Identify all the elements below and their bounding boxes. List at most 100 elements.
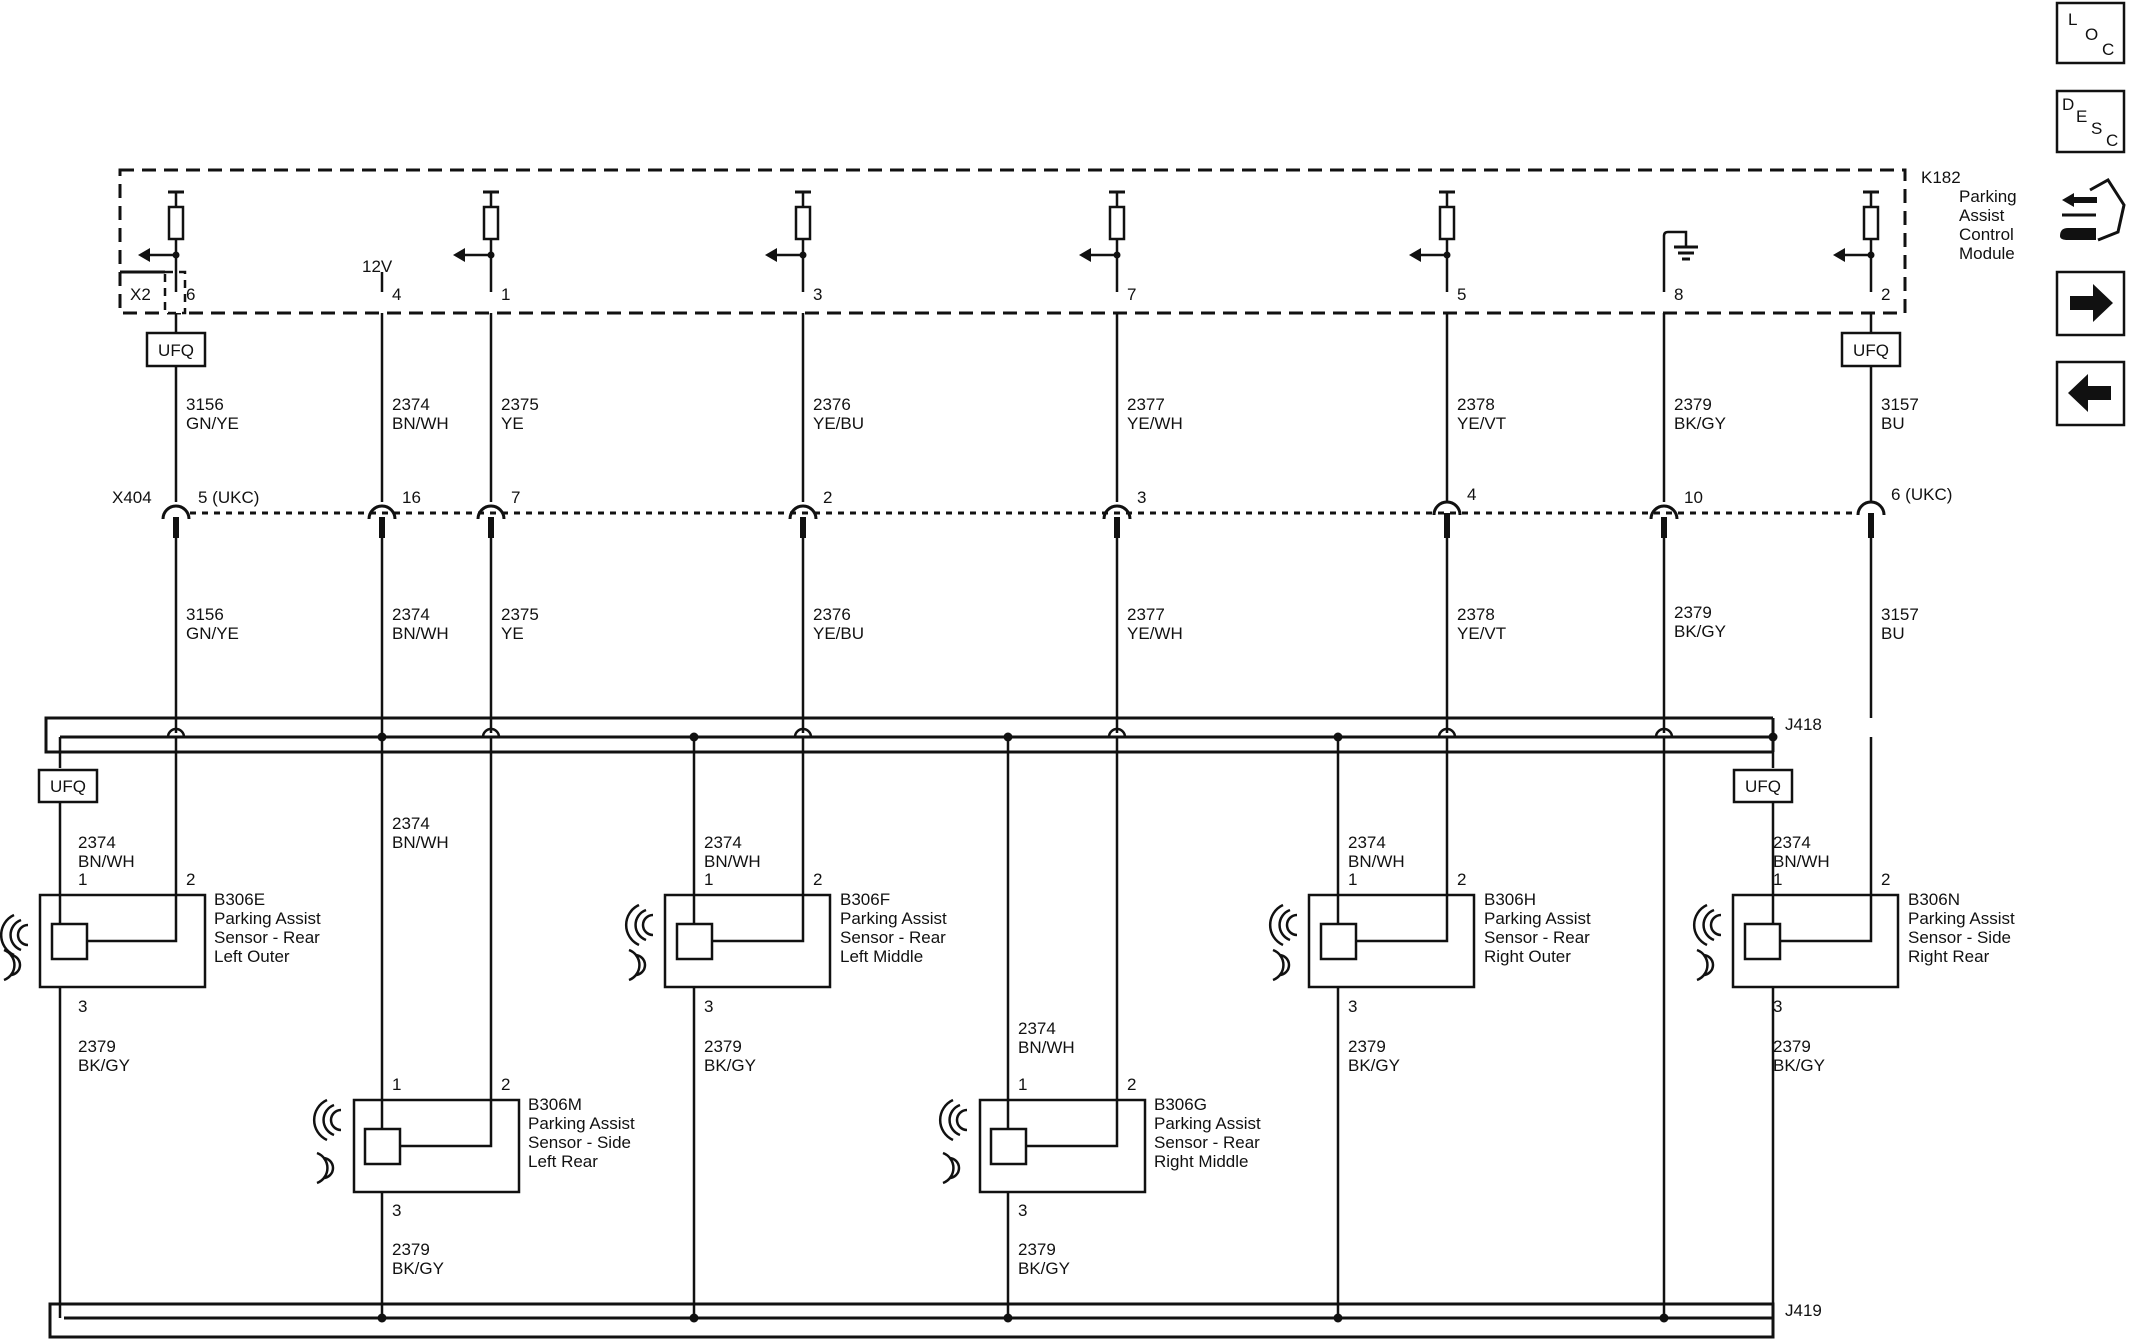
circuit-number: 2376 (813, 605, 851, 624)
svg-text:3: 3 (1348, 997, 1357, 1016)
circuit-number: 2377 (1127, 605, 1165, 624)
ufq-marker: UFQ (1732, 768, 1794, 804)
wires-middle (174, 538, 1873, 738)
circuit-number: 2375 (501, 395, 539, 414)
circuit-color: BN/WH (1348, 852, 1405, 871)
svg-text:1: 1 (1348, 870, 1357, 889)
circuit-color: BN/WH (1773, 852, 1830, 871)
svg-text:1: 1 (1018, 1075, 1027, 1094)
circuit-number: 3156 (186, 605, 224, 624)
splice-id: J418 (1785, 715, 1822, 734)
ultrasonic-wave-icon (624, 903, 654, 982)
svg-text:2: 2 (186, 870, 195, 889)
circuit-labels-middle: 3156 GN/YE 2374 BN/WH 2375 YE 2376 YE/BU… (186, 603, 1919, 643)
ultrasonic-wave-icon (1692, 903, 1722, 982)
ufq-marker: UFQ (145, 331, 207, 368)
connector-pin-arc (1102, 504, 1132, 538)
k182-module: K182 Parking Assist Control Module X2 12… (118, 168, 2017, 315)
loc-button[interactable]: L O C (2055, 1, 2126, 65)
connector-pin-arc (1649, 504, 1679, 538)
previous-arrow-icon[interactable] (2055, 360, 2126, 427)
svg-text:L: L (2068, 10, 2077, 29)
circuit-color: YE (501, 414, 524, 433)
desc-button[interactable]: D E S C (2055, 89, 2126, 154)
svg-text:Parking Assist: Parking Assist (1484, 909, 1591, 928)
svg-text:Sensor - Rear: Sensor - Rear (1154, 1133, 1260, 1152)
module-connector-label: X2 (130, 285, 151, 304)
svg-text:1: 1 (392, 1075, 401, 1094)
circuit-number: 2374 (1018, 1019, 1056, 1038)
circuit-number: 2374 (78, 833, 116, 852)
circuit-color: YE (501, 624, 524, 643)
circuit-color: BK/GY (704, 1056, 756, 1075)
svg-text:Left Middle: Left Middle (840, 947, 923, 966)
svg-text:Sensor - Rear: Sensor - Rear (840, 928, 946, 947)
circuit-number: 2379 (1674, 603, 1712, 622)
svg-text:UFQ: UFQ (1745, 777, 1781, 796)
svg-text:2: 2 (501, 1075, 510, 1094)
j418-splice-pack: J418 (44, 715, 1822, 754)
next-arrow-icon[interactable] (2055, 270, 2126, 337)
wires-lower (58, 737, 1873, 1318)
svg-text:2: 2 (1457, 870, 1466, 889)
circuit-color: YE/VT (1457, 624, 1506, 643)
svg-text:Parking Assist: Parking Assist (1908, 909, 2015, 928)
svg-text:3: 3 (392, 1201, 401, 1220)
circuit-color: BN/WH (1018, 1038, 1075, 1057)
pin6-input-symbol (138, 190, 185, 292)
circuit-number: 2374 (392, 605, 430, 624)
circuit-number: 2376 (813, 395, 851, 414)
sensor-id: B306G (1154, 1095, 1207, 1114)
circuit-number: 2374 (1773, 833, 1811, 852)
circuit-number: 2374 (704, 833, 742, 852)
module-pin-label: 8 (1674, 285, 1683, 304)
module-id: K182 (1921, 168, 1961, 187)
circuit-color: BU (1881, 624, 1905, 643)
supply-label: 12V (362, 257, 393, 276)
svg-text:C: C (2106, 131, 2118, 150)
ultrasonic-wave-icon (1268, 903, 1298, 982)
svg-text:Sensor - Side: Sensor - Side (528, 1133, 631, 1152)
module-pin-label: 4 (392, 285, 401, 304)
circuit-number: 2377 (1127, 395, 1165, 414)
connector-pin-label: 10 (1684, 488, 1703, 507)
circuit-number: 2374 (392, 814, 430, 833)
circuit-color: BU (1881, 414, 1905, 433)
circuit-color: YE/WH (1127, 414, 1183, 433)
svg-text:1: 1 (78, 870, 87, 889)
ultrasonic-wave-icon (0, 913, 29, 982)
circuit-color: BK/GY (1348, 1056, 1400, 1075)
svg-text:Right Rear: Right Rear (1908, 947, 1990, 966)
circuit-number: 3156 (186, 395, 224, 414)
svg-text:Left Rear: Left Rear (528, 1152, 598, 1171)
svg-text:3: 3 (78, 997, 87, 1016)
connector-pin-arc (161, 504, 191, 538)
ultrasonic-wave-icon (938, 1098, 968, 1185)
circuit-number: 2379 (1348, 1037, 1386, 1056)
sensor-id: B306E (214, 890, 265, 909)
connector-pin-arc (367, 504, 397, 538)
sensor-id: B306M (528, 1095, 582, 1114)
ufq-marker: UFQ (37, 768, 99, 804)
sensor-id: B306F (840, 890, 890, 909)
connector-icon[interactable] (2060, 178, 2126, 242)
ultrasonic-wave-icon (312, 1098, 342, 1185)
pin1-input-symbol (453, 190, 500, 292)
connector-id: X404 (112, 488, 152, 507)
connector-pin-label: 4 (1467, 485, 1476, 504)
module-desc-2: Assist (1959, 206, 2005, 225)
circuit-number: 2374 (392, 395, 430, 414)
circuit-number: 2379 (1674, 395, 1712, 414)
circuit-color: BN/WH (78, 852, 135, 871)
circuit-color: GN/YE (186, 624, 239, 643)
connector-pin-label: 2 (823, 488, 832, 507)
circuit-color: BN/WH (392, 624, 449, 643)
svg-text:E: E (2076, 107, 2087, 126)
circuit-number: 2378 (1457, 395, 1495, 414)
svg-text:1: 1 (704, 870, 713, 889)
sensor-b306n: 1 2 3 2374 BN/WH 2379 BK/GY B306N Parkin… (1692, 833, 2015, 1075)
circuit-color: BK/GY (1674, 414, 1726, 433)
svg-text:D: D (2062, 95, 2074, 114)
module-desc-4: Module (1959, 244, 2015, 263)
module-pin-label: 5 (1457, 285, 1466, 304)
